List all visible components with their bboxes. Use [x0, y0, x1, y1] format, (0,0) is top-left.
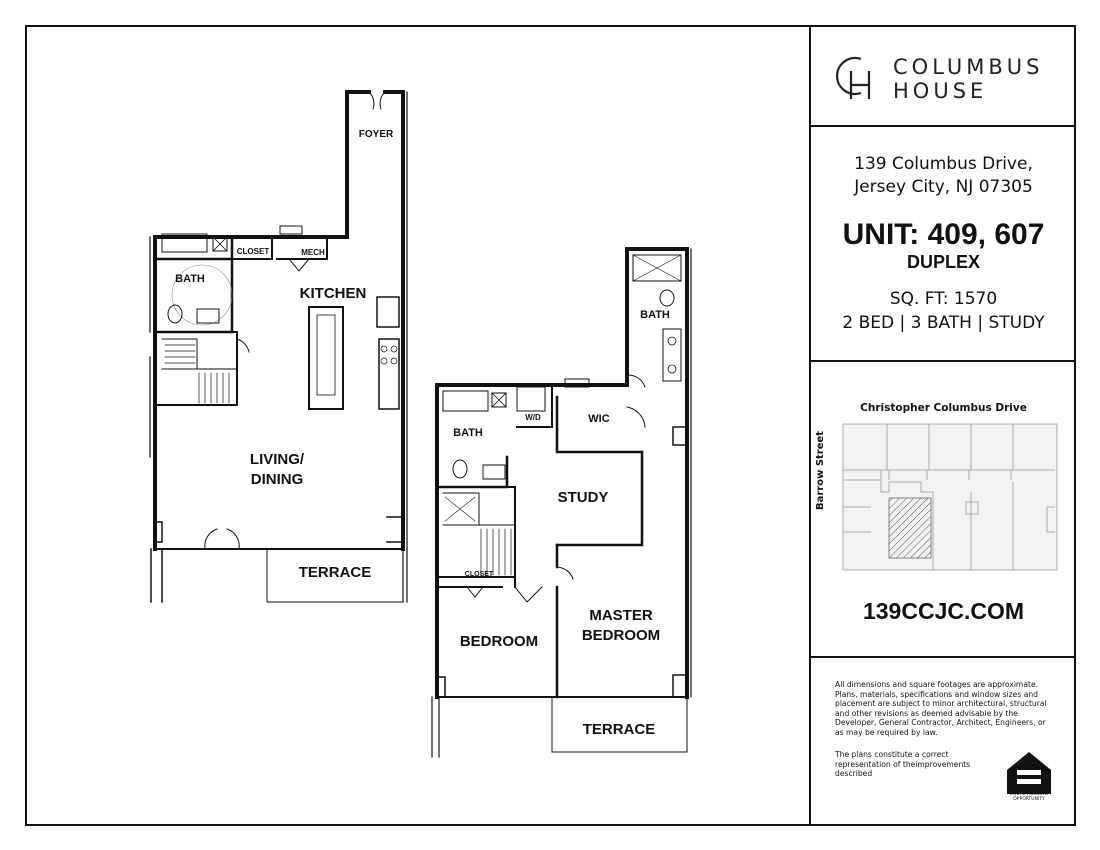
legal-section: All dimensions and square footages are a… [811, 658, 1076, 824]
room-label-terrace-upper: TERRACE [582, 721, 656, 738]
unit-config: 2 BED | 3 BATH | STUDY [842, 313, 1045, 333]
room-label-closet: CLOSET [236, 247, 270, 256]
address: 139 Columbus Drive, Jersey City, NJ 0730… [811, 153, 1076, 199]
brand-section: COLUMBUS HOUSE [811, 27, 1076, 127]
keyplan-section: Christopher Columbus Drive Barrow Street [811, 362, 1076, 658]
columbus-house-logo-icon [835, 56, 871, 99]
floor-plan-svg [149, 90, 692, 758]
legal-disclaimer: All dimensions and square footages are a… [835, 680, 1047, 737]
address-line-1: 139 Columbus Drive, [854, 154, 1033, 174]
unit-type: DUPLEX [906, 252, 980, 272]
room-label-bath-left: BATH [453, 427, 483, 439]
info-sidebar: COLUMBUS HOUSE 139 Columbus Drive, Jerse… [809, 27, 1076, 824]
unit-info-section: 139 Columbus Drive, Jersey City, NJ 0730… [811, 127, 1076, 362]
room-label-kitchen: KITCHEN [299, 285, 367, 302]
brand-line-2: HOUSE [893, 79, 988, 103]
room-label-wd: W/D [525, 413, 541, 422]
brand-line-1: COLUMBUS [893, 55, 1044, 79]
room-label-dining: DINING [250, 471, 304, 488]
keyplan-street-left: Barrow Street [815, 430, 826, 510]
room-label-mech: MECH [301, 248, 325, 257]
room-label-bath-lower: BATH [175, 273, 205, 285]
room-label-closet-upper: CLOSET [464, 571, 494, 578]
keyplan-map [842, 423, 1058, 571]
room-label-master-1: MASTER [589, 607, 653, 624]
unit-number: UNIT: 409, 607 [842, 218, 1045, 251]
room-label-bath-upper: BATH [640, 309, 670, 321]
legal-representation: The plans constitute a correct represent… [835, 750, 971, 779]
address-line-2: Jersey City, NJ 07305 [854, 177, 1033, 197]
equal-housing-caption: EQUAL HOUSING OPPORTUNITY [1010, 792, 1048, 802]
room-label-wic: WIC [588, 413, 610, 425]
equal-housing-icon [1007, 752, 1051, 794]
floor-plan-drawing: FOYER CLOSET MECH BATH KITCHEN LIVING/ D… [27, 27, 809, 824]
room-label-bedroom: BEDROOM [459, 633, 539, 650]
room-label-foyer: FOYER [358, 129, 394, 140]
brand-name: COLUMBUS HOUSE [893, 55, 1043, 103]
keyplan-street-top: Christopher Columbus Drive [860, 402, 1027, 414]
room-label-study: STUDY [557, 489, 609, 506]
floor-plan-sheet: FOYER CLOSET MECH BATH KITCHEN LIVING/ D… [25, 25, 1076, 826]
room-label-terrace-lower: TERRACE [298, 564, 372, 581]
room-label-master-2: BEDROOM [581, 627, 661, 644]
unit-sqft: SQ. FT: 1570 [889, 289, 998, 309]
room-label-living: LIVING/ [249, 451, 305, 468]
website-link[interactable]: 139CCJC.COM [862, 598, 1025, 624]
